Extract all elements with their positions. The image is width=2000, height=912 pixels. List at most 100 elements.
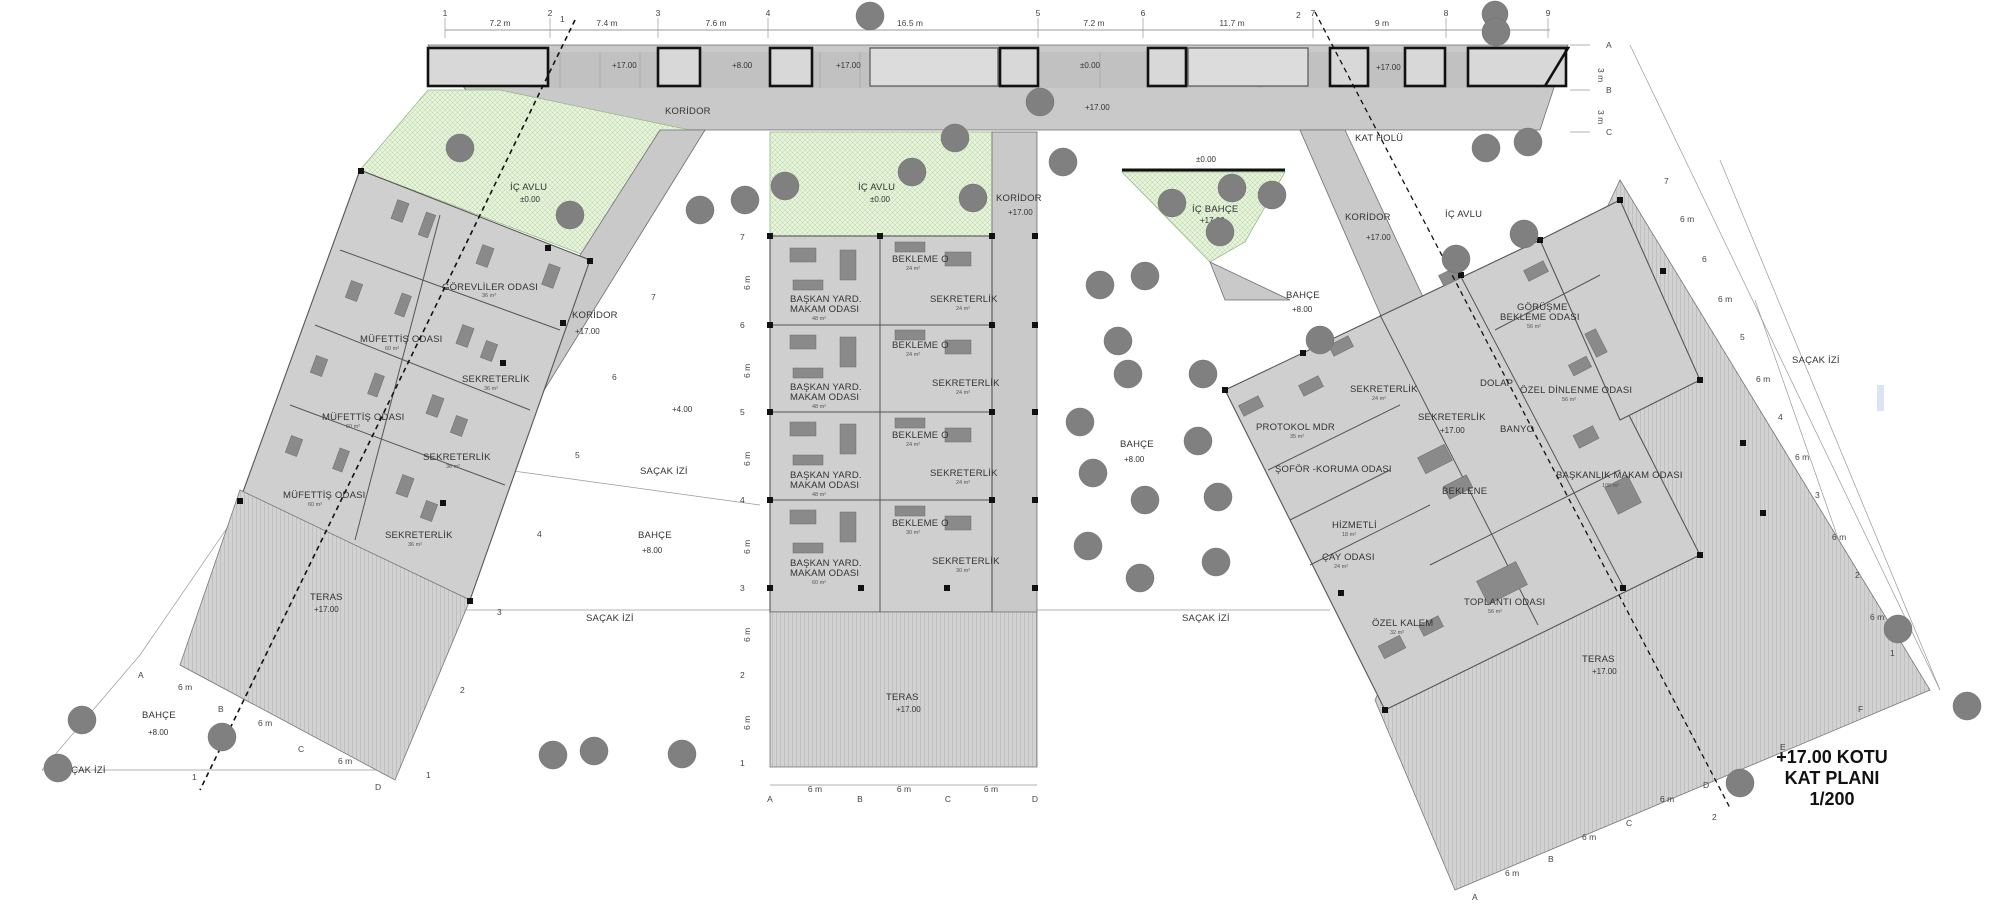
top-dim-1: 7.2 m: [489, 18, 510, 28]
title-scale: 1/200: [1809, 789, 1854, 809]
sacak-izi-3: SAÇAK İZİ: [1182, 613, 1230, 624]
ic-avlu-right-label: İÇ AVLU: [1445, 209, 1482, 220]
section-marker-2-bottom: 2: [1712, 812, 1717, 822]
top-dim-7: 9 m: [1375, 18, 1389, 28]
trees: [43, 0, 1982, 798]
center-axis-2: 2: [740, 670, 745, 680]
gorusme-1: GÖRÜŞME: [1517, 302, 1568, 313]
baskanlik-area: 105 m²: [1602, 483, 1619, 489]
center-axis-3: 3: [740, 583, 745, 593]
hizmetli-label: HİZMETLİ: [1332, 520, 1377, 531]
bahce-mid-label: BAHÇE: [1120, 439, 1154, 450]
wing-right-axis-1: 1: [1890, 648, 1895, 658]
baskan-yard-3-area: 48 m²: [812, 492, 826, 498]
center-col-bay-3: 6 m: [984, 784, 998, 794]
bahce-center-label: BAHÇE: [638, 530, 672, 541]
sekreterlik-r-1: SEKRETERLİK: [1350, 384, 1418, 395]
elevator-core-5: [1328, 46, 1370, 88]
wing-left-axis-4: 4: [537, 529, 542, 539]
wing-left-axis-6: 6: [612, 372, 617, 382]
top-axis-9: 9: [1546, 8, 1551, 18]
bekleme-3: BEKLEME O: [892, 430, 949, 441]
teras-center: [769, 611, 1038, 768]
wing-right-axis-3: 3: [1815, 490, 1820, 500]
cay-area: 24 m²: [1334, 564, 1348, 570]
koridor-left-level: +17.00: [575, 327, 600, 336]
top-axis-3: 3: [656, 8, 661, 18]
ic-avlu-left-label: İÇ AVLU: [510, 182, 547, 193]
wing-right-bay-1: 6 m: [1870, 612, 1884, 622]
wing-right-col-e: E: [1780, 742, 1786, 752]
wc-block-2: [1187, 47, 1309, 87]
baskan-yard-3a: BAŞKAN YARD.: [790, 470, 862, 481]
wing-right-bay-5: 6 m: [1718, 294, 1732, 304]
gorevliler-label: GÖREVLİLER ODASI: [442, 282, 538, 293]
wing-left-axis-7: 7: [651, 292, 656, 302]
section-marker-2-top: 2: [1296, 10, 1301, 20]
koridor-top-label: KORİDOR: [665, 106, 711, 117]
bahce-mid-level: +8.00: [1124, 455, 1145, 464]
top-dim-6: 11.7 m: [1219, 18, 1244, 28]
sekreterlik-c-4-area: 30 m²: [956, 568, 970, 574]
bekleme-3-area: 24 m²: [906, 442, 920, 448]
wing-right-bay-2: 6 m: [1832, 532, 1846, 542]
top-axis-6: 6: [1141, 8, 1146, 18]
sekreterlik-left-2-area: 36 m²: [446, 464, 460, 470]
bahce-left-level: +8.00: [148, 728, 169, 737]
level-top-2: +8.00: [732, 61, 753, 70]
bekleme-1-area: 24 m²: [906, 266, 920, 272]
sekreterlik-c-3: SEKRETERLİK: [930, 468, 998, 479]
teras-left-level: +17.00: [314, 605, 339, 614]
cay-label: ÇAY ODASI: [1322, 552, 1375, 563]
top-axis-1: 1: [443, 8, 448, 18]
sekreterlik-left-1-area: 36 m²: [484, 386, 498, 392]
center-axis-4: 4: [740, 495, 745, 505]
teras-center-level: +17.00: [896, 705, 921, 714]
sekreterlik-left-2: SEKRETERLİK: [423, 452, 491, 463]
protokol-area: 35 m²: [1290, 434, 1304, 440]
row-axes: A B C 3 m 3 m: [1570, 40, 1612, 137]
row-axis-c: C: [1606, 127, 1612, 137]
koridor-right-label: KORİDOR: [1345, 212, 1391, 223]
wing-right-axis-6: 6: [1702, 254, 1707, 264]
wing-right-colbay-3: 6 m: [1660, 794, 1674, 804]
wing-right-axis-4: 4: [1778, 412, 1783, 422]
ozel-dinlenme-area: 56 m²: [1562, 397, 1576, 403]
plan-title: +17.00 KOTU KAT PLANI 1/200: [1776, 747, 1888, 809]
bahce-center-level: +8.00: [642, 546, 663, 555]
center-bay-3: 6 m: [742, 452, 752, 466]
center-bay-5: 6 m: [742, 628, 752, 642]
ozel-kalem-area: 32 m²: [1390, 630, 1404, 636]
sekreterlik-r-1-area: 24 m²: [1372, 396, 1386, 402]
ic-avlu-center-label: İÇ AVLU: [858, 182, 895, 193]
center-col-b: B: [857, 794, 863, 804]
wing-left-axis-5: 5: [575, 450, 580, 460]
wing-right-axis-7: 7: [1664, 176, 1669, 186]
bahce-left-label: BAHÇE: [142, 710, 176, 721]
koridor-center-level: +17.00: [1008, 208, 1033, 217]
top-dim-2: 7.4 m: [596, 18, 617, 28]
dolap-label: DOLAP: [1480, 378, 1513, 389]
koridor-left-label: KORİDOR: [572, 310, 618, 321]
top-axis-8: 8: [1444, 8, 1449, 18]
ic-avlu-left-level: ±0.00: [520, 195, 541, 204]
baskan-yard-2-area: 48 m²: [812, 404, 826, 410]
mufettis-label-3: MÜFETTİŞ ODASI: [283, 490, 366, 501]
wing-right-col-b: B: [1548, 854, 1554, 864]
wing-left-axis-2: 2: [460, 685, 465, 695]
level-top-4: ±0.00: [1080, 61, 1101, 70]
elevator-core-2: [768, 46, 814, 88]
row-dim-2: 3 m: [1596, 110, 1606, 124]
sacak-izi-1: SAÇAK İZİ: [640, 466, 688, 477]
baskan-yard-2b: MAKAM ODASI: [790, 392, 859, 403]
sekreterlik-r-2-level: +17.00: [1440, 426, 1465, 435]
gorusme-2: BEKLEME ODASI: [1500, 312, 1580, 323]
teras-left: [179, 489, 471, 781]
center-col-c: C: [945, 794, 951, 804]
baskan-yard-4-area: 60 m²: [812, 580, 826, 586]
mufettis-area-3: 60 m²: [308, 502, 322, 508]
mufettis-area-2: 60 m²: [346, 424, 360, 430]
sekreterlik-c-1-area: 24 m²: [956, 306, 970, 312]
wc-block-1: [869, 47, 999, 87]
